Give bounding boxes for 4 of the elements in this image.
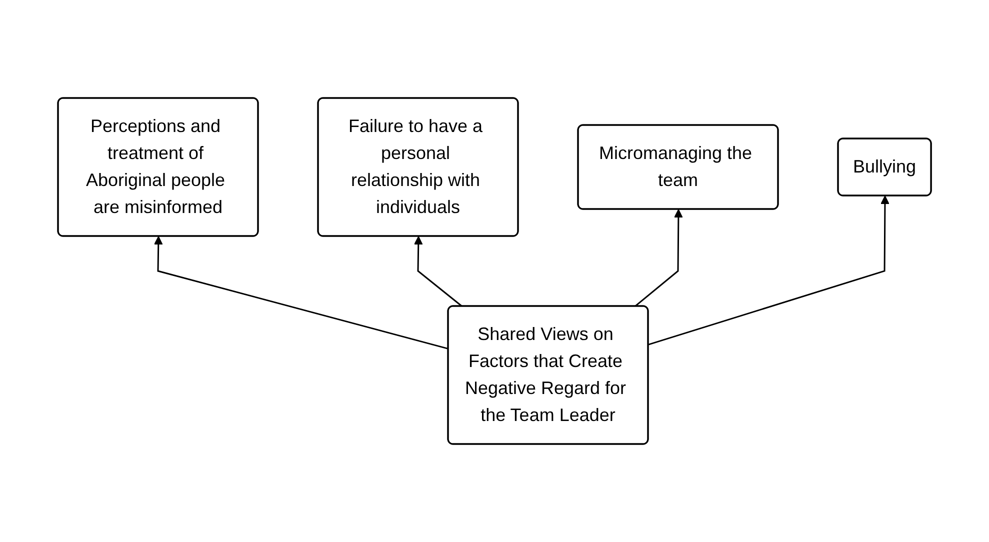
- arrow: [634, 209, 683, 308]
- arrow: [648, 196, 890, 346]
- arrow: [154, 236, 449, 350]
- arrow: [414, 236, 463, 308]
